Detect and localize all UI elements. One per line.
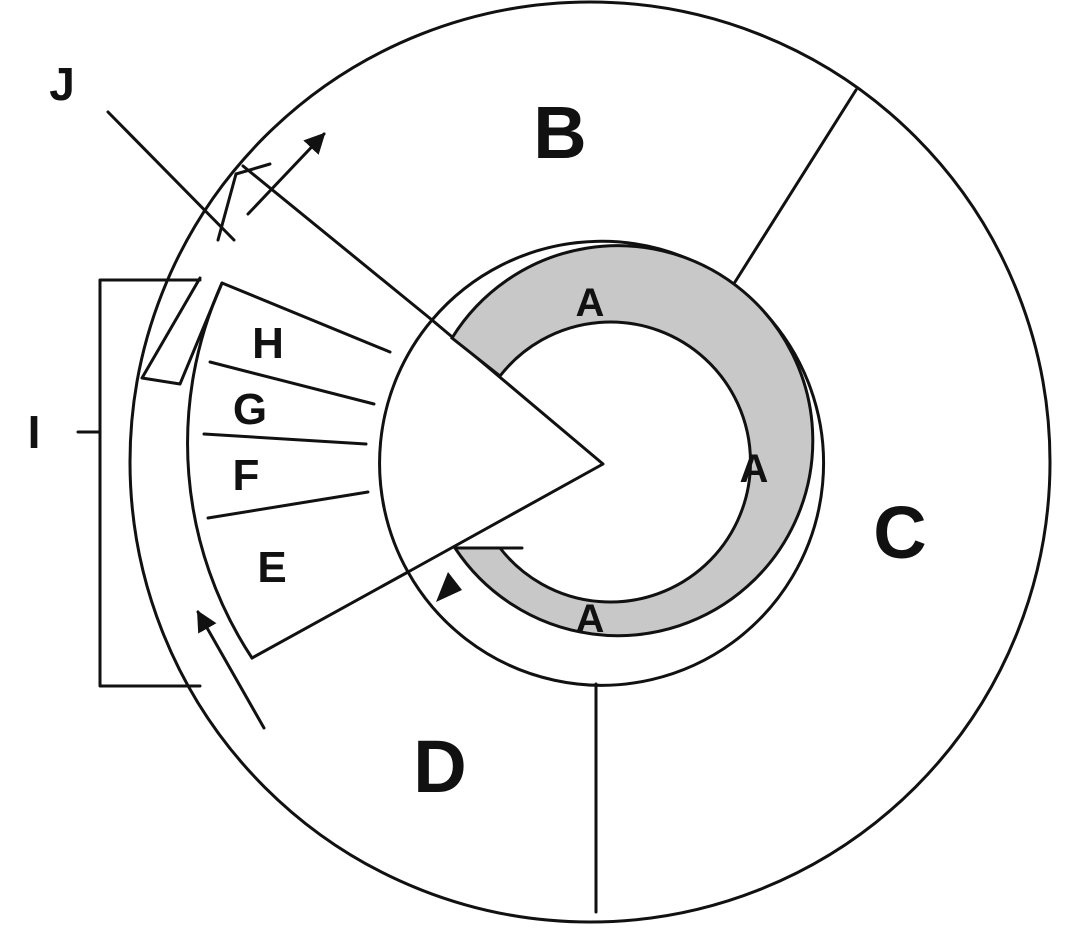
- band-bracket-lower: [140, 276, 224, 386]
- arrow-upper: [246, 132, 326, 216]
- label-a-right: A: [740, 447, 769, 491]
- label-e: E: [257, 543, 286, 592]
- inner-circle-with-sector: [378, 318, 605, 574]
- divider-f-e: [206, 490, 370, 520]
- label-d: D: [413, 725, 466, 808]
- inner-circle: [406, 239, 826, 687]
- outer-circle: [128, 0, 1052, 924]
- label-h: H: [252, 319, 284, 368]
- band-bracket-cap: [234, 162, 272, 176]
- label-f: F: [233, 451, 260, 500]
- divider-b-c: [733, 88, 858, 284]
- line-j-sector: [241, 164, 434, 322]
- j-pointer-line: [106, 110, 236, 242]
- label-i: I: [28, 406, 41, 458]
- line-e-sector: [250, 570, 410, 660]
- label-c: C: [873, 491, 926, 574]
- band-bracket-upper: [216, 172, 238, 242]
- label-j: J: [49, 58, 75, 110]
- i-bracket: [98, 278, 202, 688]
- phase-band: [186, 281, 254, 660]
- label-b: B: [533, 91, 586, 174]
- label-a-top: A: [576, 281, 605, 325]
- divider-h-g: [208, 360, 376, 406]
- phase-band-top-cap: [220, 281, 392, 354]
- grey-ring: [450, 244, 815, 638]
- arrow-lower: [196, 610, 266, 730]
- divider-g-f: [202, 432, 368, 446]
- ring-arrow-tip: [436, 572, 462, 602]
- label-g: G: [233, 385, 267, 434]
- label-a-bottom: A: [576, 597, 605, 641]
